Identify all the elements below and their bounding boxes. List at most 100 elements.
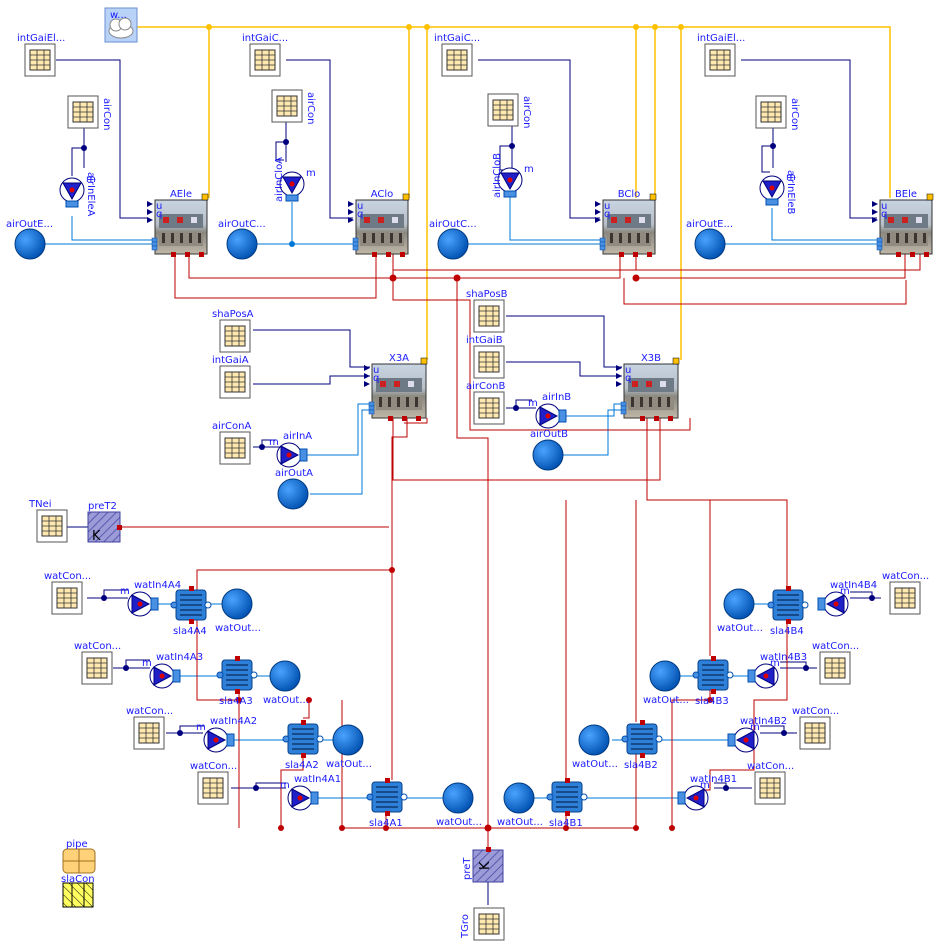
table-watConA3[interactable]: watCon... <box>74 641 121 685</box>
table-intGaiB[interactable]: intGaiB <box>466 335 505 379</box>
pipe-block[interactable]: pipe <box>62 839 96 874</box>
table-TGro[interactable]: TGro <box>460 907 505 941</box>
port-dot <box>297 795 303 801</box>
table-intGaiCloB[interactable]: intGaiC... <box>434 33 480 77</box>
slab-sla4B3[interactable]: sla4B3 <box>692 656 734 707</box>
table-label: intGaiC... <box>434 33 480 44</box>
table-airConB[interactable]: airConB <box>466 381 505 425</box>
source-label: airInCloA <box>274 157 285 202</box>
boundary-watOutB2[interactable]: watOut... <box>572 724 618 770</box>
source-label: watIn4A2 <box>210 716 257 727</box>
boundary-watOutA1[interactable]: watOut... <box>436 782 482 828</box>
fluid-junction <box>289 241 295 247</box>
table-intGaiCloA[interactable]: intGaiC... <box>242 33 288 77</box>
boundary-airOutCloB[interactable]: airOutC... <box>429 219 477 260</box>
person-figure <box>637 233 640 243</box>
slab-sla4A4[interactable]: sla4A4 <box>170 586 212 637</box>
table-watConA4[interactable]: watCon... <box>44 571 91 615</box>
port-m-label: m <box>840 586 850 597</box>
table-watConB3[interactable]: watCon... <box>812 641 859 685</box>
weather-block[interactable]: w... <box>104 7 138 43</box>
fluid-port <box>368 405 375 411</box>
fluid-port <box>366 793 374 801</box>
slab-sla4B1[interactable]: sla4B1 <box>546 778 588 829</box>
window-red <box>902 217 908 223</box>
window-white <box>639 217 645 223</box>
table-TNei[interactable]: TNei <box>28 499 68 543</box>
boundary-airOutEleB[interactable]: airOutE... <box>686 219 733 260</box>
boundary-watOutB3[interactable]: watOut... <box>643 660 689 706</box>
table-airCon4[interactable]: airCon <box>755 95 800 130</box>
table-watConB4[interactable]: watCon... <box>882 571 929 615</box>
port-u-label: u <box>156 201 162 212</box>
person-figure <box>631 397 634 407</box>
slacon-block[interactable]: slaCon <box>61 874 95 908</box>
slab-sla4A1[interactable]: sla4A1 <box>366 778 408 829</box>
boundary-ball <box>437 228 469 260</box>
boundary-watOutA2[interactable]: watOut... <box>326 724 372 770</box>
boundary-airOutCloA[interactable]: airOutC... <box>218 219 266 260</box>
boundary-watOutB4[interactable]: watOut... <box>717 588 763 634</box>
boundary-ball <box>332 724 364 756</box>
table-watConA1[interactable]: watCon... <box>190 761 237 805</box>
table-shaPosB[interactable]: shaPosB <box>466 289 508 333</box>
boundary-label: watOut... <box>497 817 543 828</box>
port-m-label: m <box>120 586 130 597</box>
slab-sla4B4[interactable]: sla4B4 <box>767 586 809 637</box>
table-watConB1[interactable]: watCon... <box>747 761 794 805</box>
boundary-watOutA4[interactable]: watOut... <box>215 588 261 634</box>
port-dot <box>69 187 75 193</box>
fluid-port <box>876 237 883 243</box>
table-shaPosA[interactable]: shaPosA <box>212 309 254 353</box>
table-intGaiA[interactable]: intGaiA <box>212 355 251 399</box>
fluid-port <box>204 601 212 609</box>
slab-sla4A2[interactable]: sla4A2 <box>282 720 324 771</box>
slab-sla4A3[interactable]: sla4A3 <box>216 656 258 707</box>
person-figure <box>388 397 391 407</box>
port-m-label: m <box>280 780 290 791</box>
boundary-airOutA[interactable]: airOutA <box>275 468 313 510</box>
port-dot <box>763 673 769 679</box>
boundary-airOutEleA[interactable]: airOutE... <box>6 219 53 260</box>
table-airCon2[interactable]: airCon <box>271 89 316 124</box>
boundary-label: airOutB <box>530 429 568 440</box>
table-watConA2[interactable]: watCon... <box>126 706 173 750</box>
table-airCon3[interactable]: airCon <box>487 93 532 128</box>
table-airConA[interactable]: airConA <box>212 421 251 465</box>
table-airCon1[interactable]: airCon <box>67 95 112 130</box>
room-label: X3A <box>389 353 409 364</box>
fluid-port <box>226 733 235 747</box>
port-u-label: u <box>625 365 631 376</box>
boundary-airOutB[interactable]: airOutB <box>530 429 568 471</box>
boundary-watOutB1[interactable]: watOut... <box>497 782 543 828</box>
table-intGaiEleB[interactable]: intGaiEl... <box>697 33 745 77</box>
boundary-watOutA3[interactable]: watOut... <box>263 660 309 706</box>
table-label: intGaiEl... <box>17 33 65 44</box>
port-q-label: q <box>156 209 162 220</box>
table-watConB2[interactable]: watCon... <box>792 706 839 750</box>
table-intGaiEleA[interactable]: intGaiEl... <box>17 33 65 77</box>
slab-sla4B2[interactable]: sla4B2 <box>621 720 663 771</box>
